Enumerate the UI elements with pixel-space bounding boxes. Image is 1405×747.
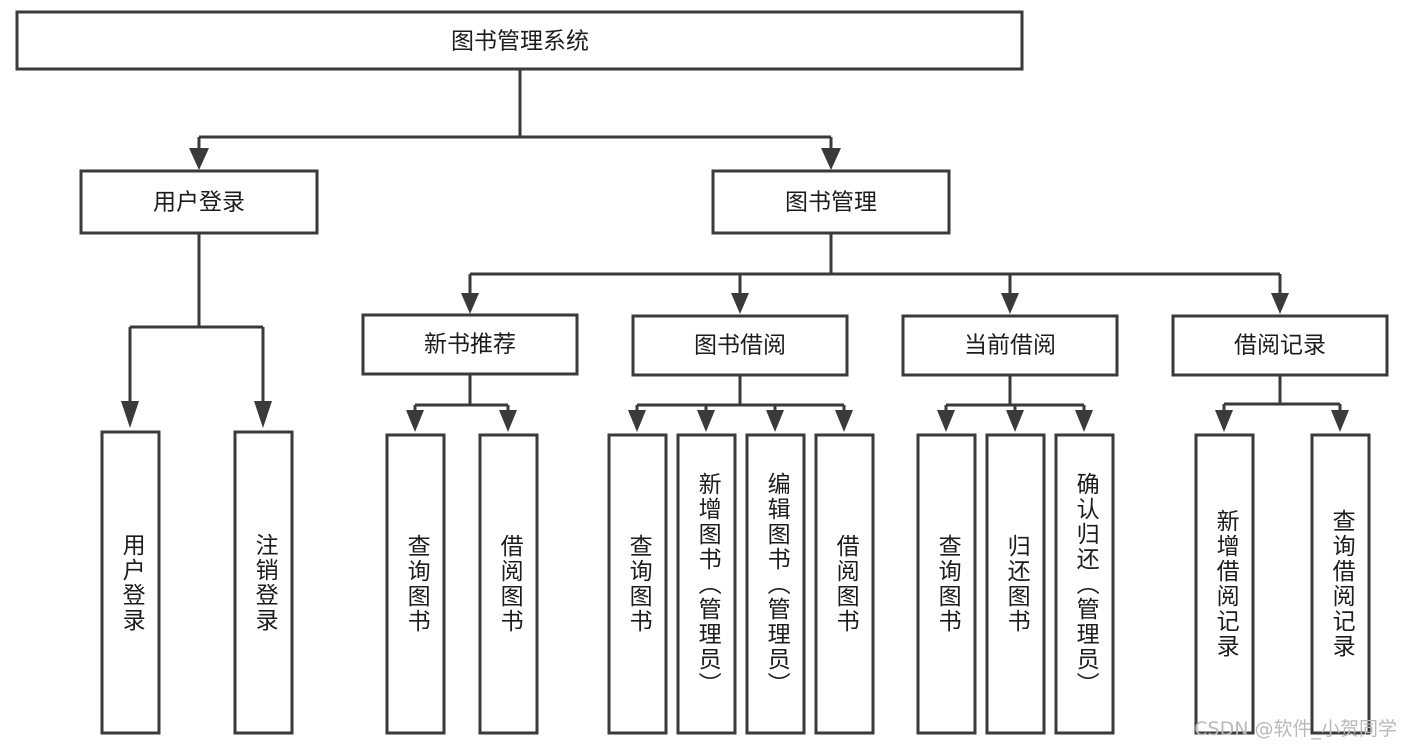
node-borrow-record[interactable]: 借阅记录 [1171,314,1389,377]
leaf-box[interactable] [607,433,668,735]
leaf-box[interactable] [478,433,539,735]
node-current-borrow-label: 当前借阅 [964,333,1056,359]
node-book-borrow-label: 图书借阅 [694,333,786,359]
csdn-watermark: CSDN @软件_小贺同学 [1194,718,1397,740]
leaf-box[interactable] [676,433,737,735]
leaf-box[interactable] [916,433,977,735]
leaf-box[interactable] [385,433,446,735]
connector-newbook-to-leaves [406,374,517,432]
node-root-label: 图书管理系统 [451,29,589,55]
node-borrow-record-label: 借阅记录 [1234,333,1326,359]
node-user-login[interactable]: 用户登录 [79,169,319,235]
connector-currentborrow-to-leaves [937,375,1093,432]
node-book-management[interactable]: 图书管理 [711,169,951,235]
connector-userlogin-to-leaves [121,233,272,428]
leaf-box[interactable] [745,433,806,735]
connector-borrowrecord-to-leaves [1215,375,1349,432]
leaf-box[interactable] [1054,433,1115,735]
leaf-box[interactable] [1310,433,1371,735]
leaf-box[interactable] [814,433,875,735]
leaf-box[interactable] [100,430,161,735]
node-user-login-label: 用户登录 [153,190,245,216]
node-root-system[interactable]: 图书管理系统 [15,10,1024,71]
connector-bookborrow-to-leaves [628,375,853,432]
connector-root-to-level2 [189,69,841,170]
node-book-borrow[interactable]: 图书借阅 [631,314,849,377]
node-book-management-label: 图书管理 [785,190,877,216]
leaf-box[interactable] [233,430,294,735]
node-current-borrow[interactable]: 当前借阅 [901,314,1119,377]
leaf-box[interactable] [1194,433,1255,735]
node-new-book-recommend[interactable]: 新书推荐 [361,313,579,376]
node-new-book-recommend-label: 新书推荐 [424,332,516,358]
connector-bookmgmt-to-level3 [461,233,1289,314]
leaf-box[interactable] [985,433,1046,735]
